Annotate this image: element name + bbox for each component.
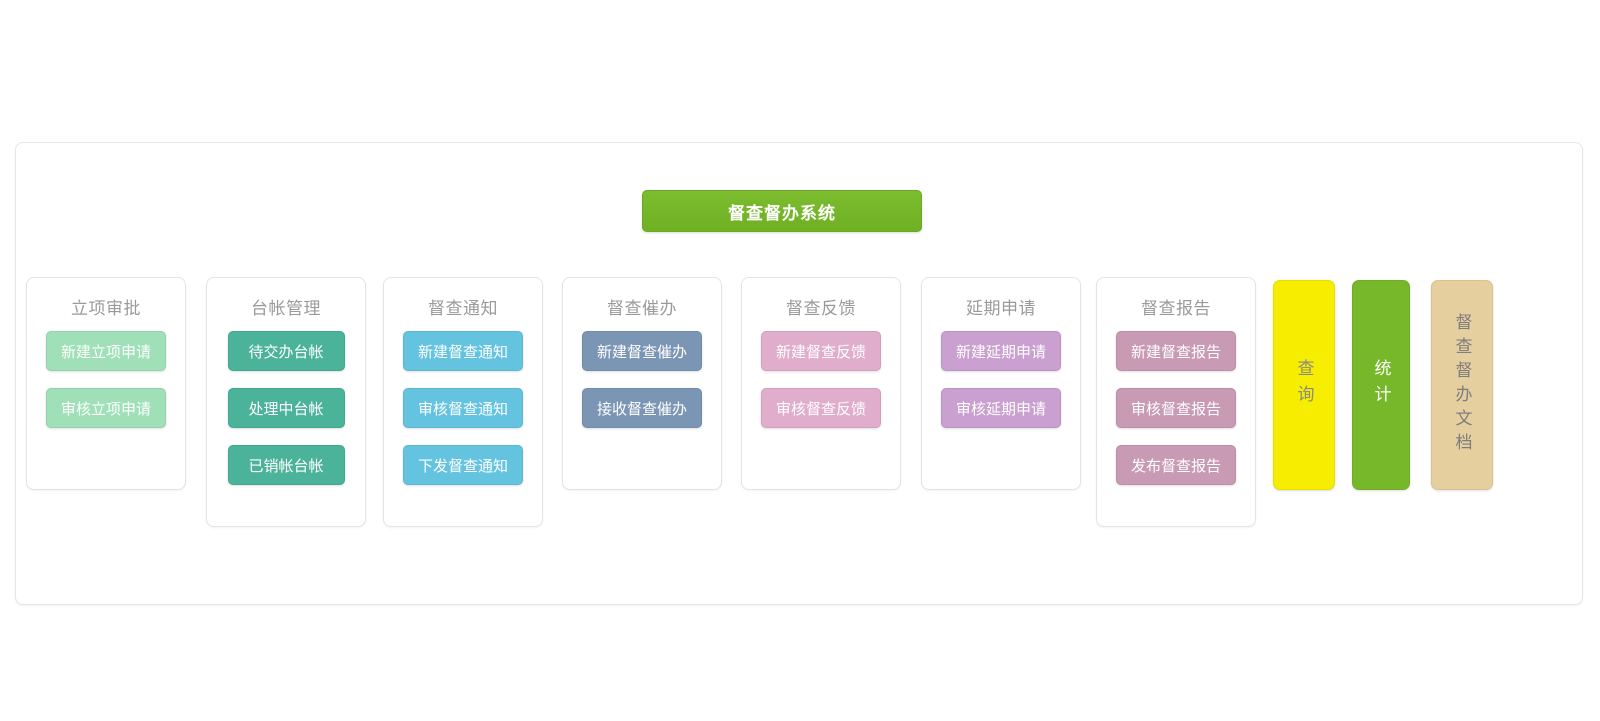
module-panel: 督查报告新建督查报告审核督查报告发布督查报告 — [1096, 277, 1256, 527]
module-panel: 督查通知新建督查通知审核督查通知下发督查通知 — [383, 277, 543, 527]
module-panel: 台帐管理待交办台帐处理中台帐已销帐台帐 — [206, 277, 366, 527]
module-panel-title: 督查通知 — [428, 299, 498, 318]
module-button-list: 待交办台帐处理中台帐已销帐台帐 — [227, 331, 345, 485]
module-panel: 督查催办新建督查催办接收督查催办 — [562, 277, 722, 490]
vertical-tile-button[interactable]: 督查督办文档 — [1431, 280, 1493, 490]
vertical-tile-button[interactable]: 查询 — [1273, 280, 1335, 490]
module-panel-title: 延期申请 — [966, 299, 1036, 318]
module-action-button[interactable]: 已销帐台帐 — [227, 445, 345, 485]
module-action-button[interactable]: 新建督查通知 — [403, 331, 523, 371]
module-action-button[interactable]: 发布督查报告 — [1116, 445, 1236, 485]
vertical-tile-button[interactable]: 统计 — [1352, 280, 1410, 490]
module-action-button[interactable]: 审核立项申请 — [46, 388, 166, 428]
vertical-tile-label: 查询 — [1294, 359, 1314, 411]
module-panel-title: 督查催办 — [607, 299, 677, 318]
module-panel: 立项审批新建立项申请审核立项申请 — [26, 277, 186, 490]
module-action-button[interactable]: 待交办台帐 — [227, 331, 345, 371]
module-action-button[interactable]: 新建督查反馈 — [761, 331, 881, 371]
module-button-list: 新建立项申请审核立项申请 — [46, 331, 166, 428]
system-title-button[interactable]: 督查督办系统 — [642, 190, 922, 232]
module-panel-title: 督查报告 — [1141, 299, 1211, 318]
module-panel-title: 立项审批 — [71, 299, 141, 318]
module-panel: 督查反馈新建督查反馈审核督查反馈 — [741, 277, 901, 490]
module-action-button[interactable]: 新建立项申请 — [46, 331, 166, 371]
module-panel-title: 台帐管理 — [251, 299, 321, 318]
module-action-button[interactable]: 新建督查报告 — [1116, 331, 1236, 371]
module-action-button[interactable]: 审核督查报告 — [1116, 388, 1236, 428]
module-action-button[interactable]: 接收督查催办 — [582, 388, 702, 428]
module-action-button[interactable]: 新建延期申请 — [941, 331, 1061, 371]
module-action-button[interactable]: 审核督查通知 — [403, 388, 523, 428]
module-button-list: 新建延期申请审核延期申请 — [941, 331, 1061, 428]
module-button-list: 新建督查反馈审核督查反馈 — [761, 331, 881, 428]
module-action-button[interactable]: 新建督查催办 — [582, 331, 702, 371]
module-button-list: 新建督查催办接收督查催办 — [582, 331, 702, 428]
module-action-button[interactable]: 下发督查通知 — [403, 445, 523, 485]
vertical-tile-label: 统计 — [1371, 359, 1391, 411]
vertical-tile-label: 督查督办文档 — [1452, 313, 1472, 457]
module-panel-title: 督查反馈 — [786, 299, 856, 318]
module-button-list: 新建督查通知审核督查通知下发督查通知 — [403, 331, 523, 485]
module-action-button[interactable]: 处理中台帐 — [227, 388, 345, 428]
module-button-list: 新建督查报告审核督查报告发布督查报告 — [1116, 331, 1236, 485]
module-action-button[interactable]: 审核延期申请 — [941, 388, 1061, 428]
module-panel: 延期申请新建延期申请审核延期申请 — [921, 277, 1081, 490]
module-action-button[interactable]: 审核督查反馈 — [761, 388, 881, 428]
